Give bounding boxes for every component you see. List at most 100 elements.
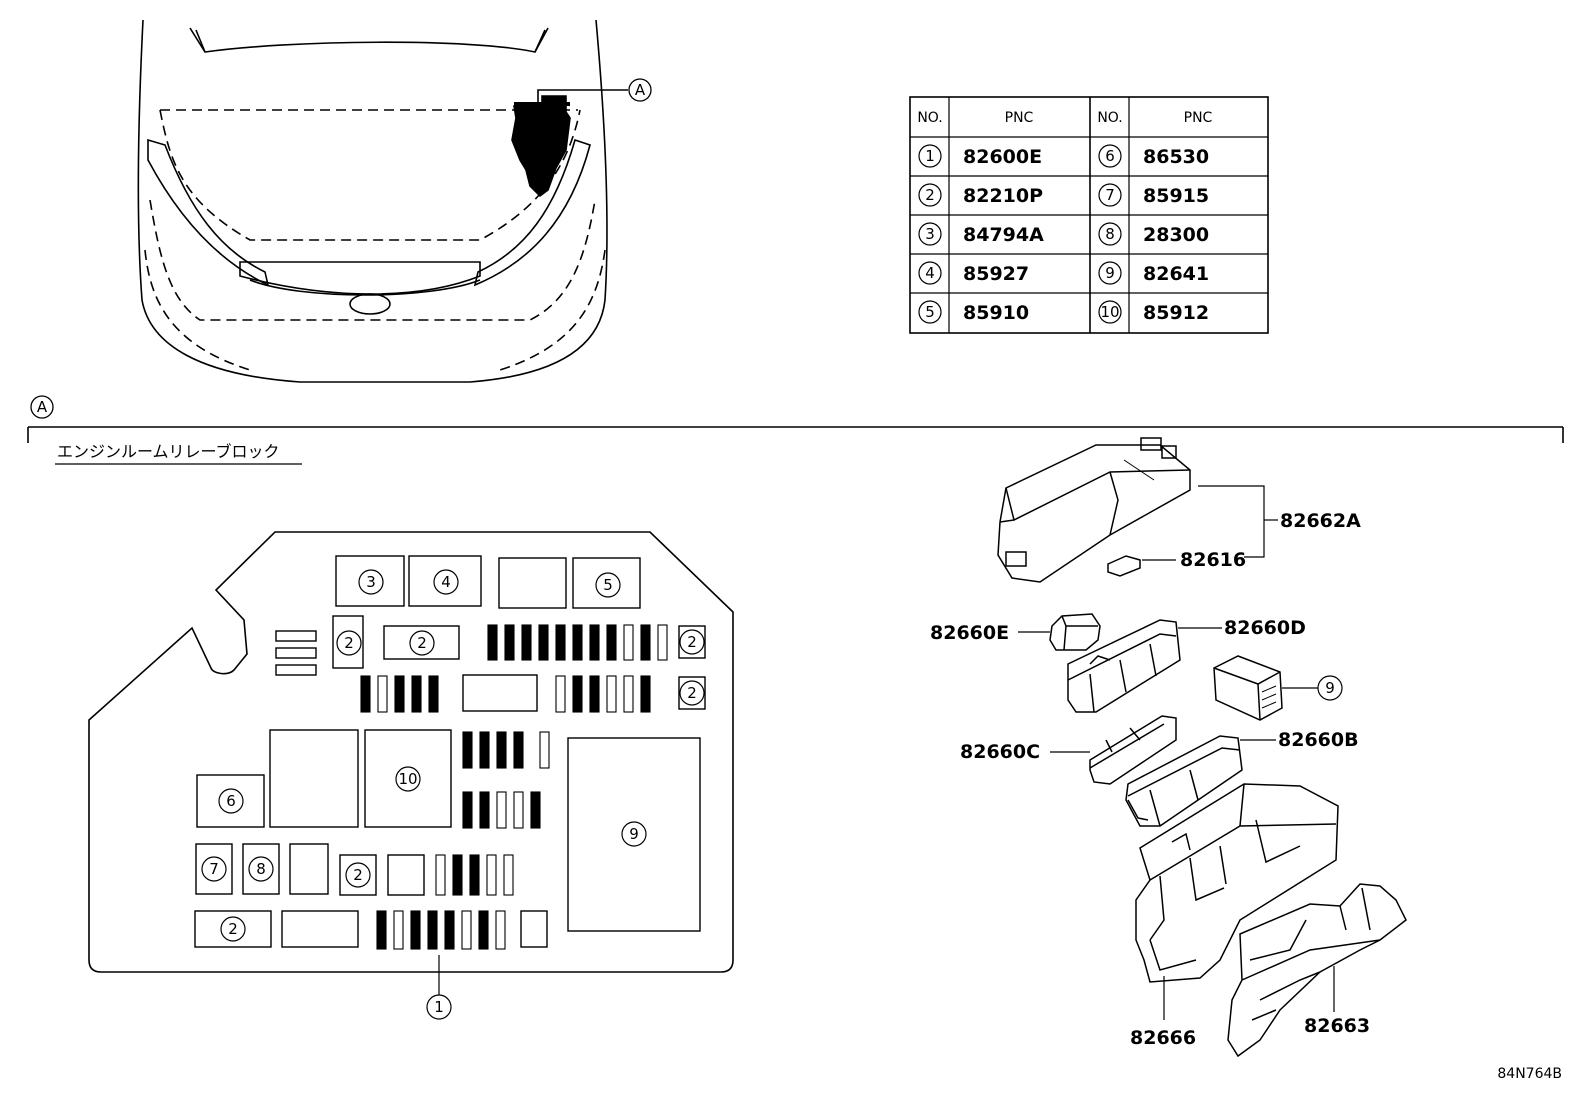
- svg-text:9: 9: [629, 825, 639, 843]
- relay-callout-1: 1: [426, 955, 452, 1020]
- svg-text:2: 2: [417, 634, 427, 652]
- svg-text:3: 3: [366, 573, 376, 591]
- row-number-2: 6: [1105, 147, 1115, 165]
- svg-text:4: 4: [441, 573, 451, 591]
- row-number-2: 10: [1100, 303, 1119, 321]
- row-number: 1: [925, 147, 935, 165]
- table-header-pnc: PNC: [1005, 110, 1034, 126]
- svg-text:1: 1: [434, 998, 444, 1016]
- svg-text:2: 2: [687, 684, 697, 702]
- fuse: [486, 854, 497, 896]
- fuse-strips: [360, 624, 668, 950]
- svg-text:2: 2: [228, 920, 238, 938]
- relay-callout-2d: 2: [679, 680, 705, 706]
- connector-82660b-drawing: [1125, 735, 1243, 827]
- fuse: [521, 624, 532, 661]
- fuse: [572, 675, 583, 713]
- fuse: [503, 854, 514, 896]
- fuse: [538, 624, 549, 661]
- svg-text:6: 6: [226, 792, 236, 810]
- svg-text:2: 2: [687, 633, 697, 651]
- relay-callout-2e: 2: [345, 862, 371, 888]
- fuse: [452, 854, 463, 896]
- row-number: 2: [925, 186, 935, 204]
- fuse: [539, 731, 550, 769]
- fuse: [410, 910, 421, 950]
- row-pnc-2: 86530: [1143, 146, 1209, 168]
- fuse: [606, 624, 617, 661]
- fuse: [513, 731, 524, 769]
- relay-callout-6: 6: [218, 788, 244, 814]
- fuse: [377, 675, 388, 713]
- label-82663: 82663: [1304, 1015, 1370, 1037]
- svg-text:10: 10: [398, 770, 417, 788]
- relay-callout-4: 4: [433, 569, 459, 595]
- relay-callout-5: 5: [595, 572, 621, 598]
- row-pnc-2: 82641: [1143, 263, 1209, 285]
- fuse: [462, 731, 473, 769]
- svg-text:2: 2: [353, 866, 363, 884]
- relay-callout-2b: 2: [409, 630, 435, 656]
- svg-text:2: 2: [344, 634, 354, 652]
- row-number: 5: [925, 303, 935, 321]
- fuse: [411, 675, 422, 713]
- fuse: [496, 791, 507, 829]
- fuse: [572, 624, 583, 661]
- callout-a-top: A: [628, 78, 652, 102]
- fuse: [555, 675, 566, 713]
- row-number-2: 7: [1105, 186, 1115, 204]
- relay-block-cells: [194, 555, 706, 948]
- fuse: [444, 910, 455, 950]
- svg-text:A: A: [635, 81, 646, 99]
- row-pnc-2: 28300: [1143, 224, 1209, 246]
- fuse: [479, 791, 490, 829]
- fuse: [394, 675, 405, 713]
- connector-82660c-drawing: [1089, 715, 1177, 785]
- fuse: [623, 624, 634, 661]
- relay-callout-3: 3: [358, 569, 384, 595]
- fuse: [589, 675, 600, 713]
- label-relay-9: 9: [1325, 679, 1335, 697]
- table-header-pnc-2: PNC: [1184, 110, 1213, 126]
- relay-callout-9: 9: [621, 821, 647, 847]
- fuse: [435, 854, 446, 896]
- row-pnc: 82600E: [963, 146, 1042, 168]
- relay-callout-10: 10: [395, 766, 421, 792]
- fuse: [589, 624, 600, 661]
- relay-callout-2f: 2: [220, 916, 246, 942]
- label-82660c: 82660C: [960, 741, 1040, 763]
- label-82660e: 82660E: [930, 622, 1009, 644]
- clip-82616-drawing: [1107, 555, 1141, 577]
- pnc-table: NO. PNC NO. PNC: [909, 96, 1269, 334]
- fuse: [479, 731, 490, 769]
- fuse: [606, 675, 617, 713]
- row-pnc: 85910: [963, 302, 1029, 324]
- fuse: [428, 675, 439, 713]
- connector-82660e-drawing: [1049, 613, 1101, 651]
- relay-callout-2a: 2: [336, 630, 362, 656]
- svg-text:7: 7: [209, 860, 219, 878]
- table-header-no: NO.: [917, 110, 942, 126]
- svg-text:8: 8: [256, 860, 266, 878]
- relay-callouts: 3 4 5 2 2 2 2 10 9 6 7 8 2 2: [201, 569, 705, 942]
- exploded-parts: [997, 437, 1407, 1058]
- fuse: [469, 854, 480, 896]
- fuse: [478, 910, 489, 950]
- fuse: [461, 910, 472, 950]
- case-82663-drawing: [1227, 883, 1407, 1058]
- fuse: [657, 624, 668, 661]
- label-82616: 82616: [1180, 549, 1246, 571]
- section-title: エンジンルームリレーブロック: [57, 442, 280, 461]
- fuse: [360, 675, 371, 713]
- row-pnc-2: 85915: [1143, 185, 1209, 207]
- fuse: [376, 910, 387, 950]
- row-number-2: 8: [1105, 225, 1115, 243]
- section-a-header: A エンジンルームリレーブロック: [27, 395, 1564, 465]
- label-82666: 82666: [1130, 1027, 1196, 1049]
- fuse: [640, 624, 651, 661]
